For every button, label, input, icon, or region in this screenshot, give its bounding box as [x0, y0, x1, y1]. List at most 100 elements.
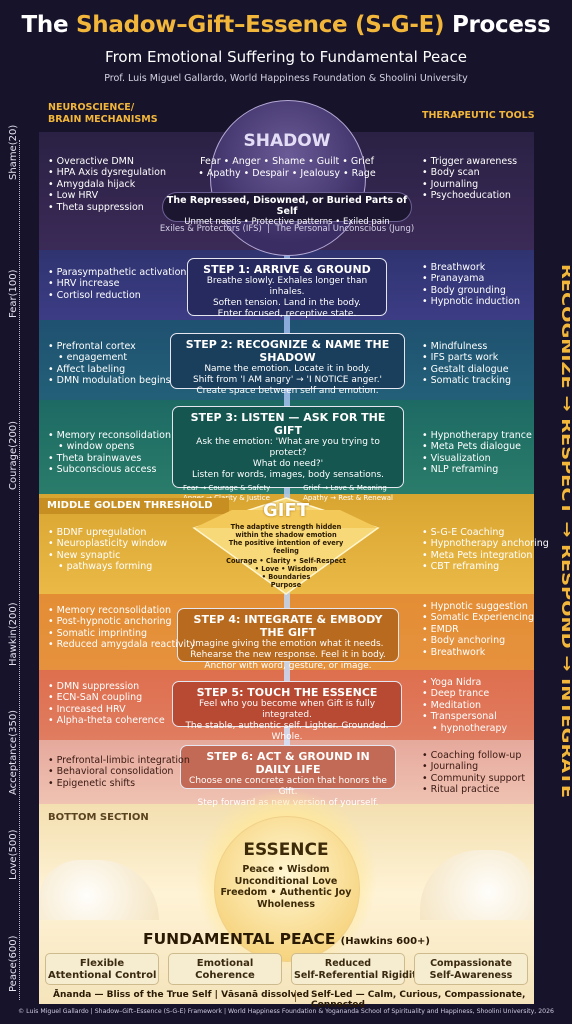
ananda-note: Ānanda — Bliss of the True Self | Vāsanā…: [53, 990, 310, 1000]
step1-neuro-list: Parasympathetic activation HRV increase …: [48, 267, 187, 301]
peace-pillar: Flexible Attentional Control: [45, 953, 159, 985]
list-item: Subconscious access: [48, 464, 171, 475]
step2-line: Name the emotion. Locate it in body.: [204, 364, 371, 374]
list-item: Visualization: [422, 453, 532, 464]
right-column-heading: THERAPEUTIC TOOLS: [422, 110, 535, 121]
gift-title: GIFT: [262, 500, 310, 521]
step2-tools-list: Mindfulness IFS parts work Gestalt dialo…: [422, 341, 511, 387]
list-item: HRV increase: [48, 278, 186, 289]
gift-line: within the shadow emotion: [235, 531, 337, 539]
step1-line: Breathe slowly. Exhales longer than inha…: [206, 276, 368, 297]
gift-quality: Purpose: [270, 581, 302, 589]
list-item: Ritual practice: [422, 784, 525, 795]
left-column-heading: NEUROSCIENCE/ BRAIN MECHANISMS: [48, 102, 158, 125]
emotion-gift-pair: Fear → Courage & Safety: [183, 484, 271, 492]
step2-line: Create space between self and emotion.: [196, 386, 379, 396]
step5-title: STEP 5: TOUCH THE ESSENCE: [196, 686, 378, 699]
step1-title: STEP 1: ARRIVE & GROUND: [203, 263, 371, 276]
list-item-continuation: engagement: [48, 352, 171, 363]
svg-text:RECOGNIZE → RESPECT → RESPOND: RECOGNIZE → RESPECT → RESPOND → INTEGRAT…: [558, 264, 570, 798]
list-item: Breathwork: [422, 262, 520, 273]
step4-line: Anchor with word, gesture, or image.: [204, 661, 372, 671]
list-item: Affect labeling: [48, 364, 171, 375]
essence-sun: [214, 816, 360, 962]
list-item: Low HRV: [48, 190, 166, 201]
hawkins-level: Peace(600): [8, 935, 19, 993]
list-item: Theta brainwaves: [48, 453, 171, 464]
step4-line: Imagine giving the emotion what it needs…: [192, 639, 384, 649]
list-item: Transpersonal: [422, 711, 507, 722]
step2-line: Shift from 'I AM angry' → 'I NOTICE ange…: [192, 375, 383, 385]
list-item: Alpha-theta coherence: [48, 715, 165, 726]
hawkins-level: Courage(200): [8, 420, 19, 490]
step3-line: What do need?': [252, 459, 324, 469]
step1-line: Soften tension. Land in the body.: [212, 298, 362, 308]
step1-tools-list: Breathwork Pranayama Body grounding Hypn…: [422, 262, 520, 308]
list-item: Journaling: [422, 761, 525, 772]
gift-neuro-list: BDNF upregulation Neuroplasticity window…: [48, 527, 168, 573]
shadow-tools-list: Trigger awareness Body scan Journaling P…: [422, 156, 518, 202]
bottom-section-label: BOTTOM SECTION: [48, 812, 149, 823]
list-item-continuation: pathways forming: [48, 561, 167, 572]
essence-quality: Peace • Wisdom: [242, 864, 330, 875]
step4-title: STEP 4: INTEGRATE & EMBODY THE GIFT: [193, 613, 383, 639]
list-item: S-G-E Coaching: [422, 527, 549, 538]
shadow-title: SHADOW: [243, 131, 331, 151]
divider: [295, 990, 296, 1002]
essence-quality: Wholeness: [257, 898, 315, 910]
shadow-definition-title: The Repressed, Disowned, or Buried Parts…: [166, 195, 408, 217]
list-item: Amygdala hijack: [48, 179, 166, 190]
list-item: Breathwork: [422, 647, 534, 658]
emotion-gift-pair: Apathy → Rest & Renewal: [303, 494, 393, 502]
emotion-gift-pair: Grief → Love & Meaning: [303, 484, 387, 492]
hawkins-level: Shame(20): [8, 124, 19, 180]
step2-title: STEP 2: RECOGNIZE & NAME THE SHADOW: [185, 338, 390, 364]
list-item: DMN modulation begins: [48, 375, 171, 386]
list-item: Post-hypnotic anchoring: [48, 616, 195, 627]
list-item: Deep trance: [422, 688, 507, 699]
list-item: IFS parts work: [422, 352, 511, 363]
list-item: Somatic imprinting: [48, 628, 195, 639]
golden-threshold-label: MIDDLE GOLDEN THRESHOLD: [39, 498, 229, 514]
gift-line: The positive intention of every feeling: [228, 539, 344, 555]
list-item: Reduced amygdala reactivity: [48, 639, 196, 650]
list-item: Hypnotic suggestion: [422, 601, 534, 612]
shadow-emotions-line: Fear • Anger • Shame • Guilt • Grief: [200, 156, 374, 167]
hawkins-note: (Hawkins 600+): [340, 936, 431, 947]
shadow-definition-sub: Unmet needs • Protective patterns • Exil…: [184, 217, 390, 227]
shadow-emotions-line: • Apathy • Despair • Jealousy • Rage: [198, 168, 376, 179]
list-item: Prefrontal-limbic integration: [48, 755, 190, 766]
step3-card: STEP 3: LISTEN — ASK FOR THE GIFT Ask th…: [172, 406, 404, 502]
list-item: Psychoeducation: [422, 190, 517, 201]
list-item: CBT reframing: [422, 561, 549, 572]
list-item: Hypnotherapy anchoring: [422, 538, 549, 549]
step1-card: STEP 1: ARRIVE & GROUND Breathe slowly. …: [187, 258, 387, 319]
list-item: HPA Axis dysregulation: [48, 167, 166, 178]
step5-line: The stable, authentic self. Lighter. Gro…: [185, 721, 389, 742]
list-item: Gestalt dialogue: [422, 364, 511, 375]
list-item: Body grounding: [422, 285, 520, 296]
list-item: Memory reconsolidation: [48, 430, 171, 441]
list-item: Theta suppression: [48, 202, 166, 213]
step6-title: STEP 6: ACT & GROUND IN DAILY LIFE: [206, 750, 370, 776]
list-item: Increased HRV: [48, 704, 165, 715]
peace-pillar: Reduced Self-Referential Rigidity: [291, 953, 423, 985]
step4-tools-list: Hypnotic suggestion Somatic Experiencing…: [422, 601, 534, 658]
hawkins-level: Hawkin(200): [8, 602, 19, 666]
shadow-definition-box: The Repressed, Disowned, or Buried Parts…: [162, 192, 412, 227]
ifs-label: Exiles & Protectors (IFS): [159, 224, 262, 234]
list-item: Hypnotherapy trance: [422, 430, 532, 441]
list-item: Body scan: [422, 167, 517, 178]
list-item: NLP reframing: [422, 464, 532, 475]
step2-card: STEP 2: RECOGNIZE & NAME THE SHADOW Name…: [170, 333, 405, 396]
list-item: Journaling: [422, 179, 517, 190]
step4-card: STEP 4: INTEGRATE & EMBODY THE GIFT Imag…: [177, 608, 399, 671]
list-item-continuation: hypnotherapy: [422, 723, 507, 734]
step1-line: Enter focused, receptive state.: [217, 309, 357, 319]
step4-neuro-list: Memory reconsolidation Post-hypnotic anc…: [48, 605, 196, 651]
list-item: EMDR: [422, 624, 534, 635]
list-item: Hypnotic induction: [422, 296, 520, 307]
hawkins-level: Love(500): [8, 829, 19, 880]
list-item: Prefrontal cortex: [48, 341, 171, 352]
step2-neuro-list: Prefrontal cortex engagement Affect labe…: [48, 341, 171, 387]
